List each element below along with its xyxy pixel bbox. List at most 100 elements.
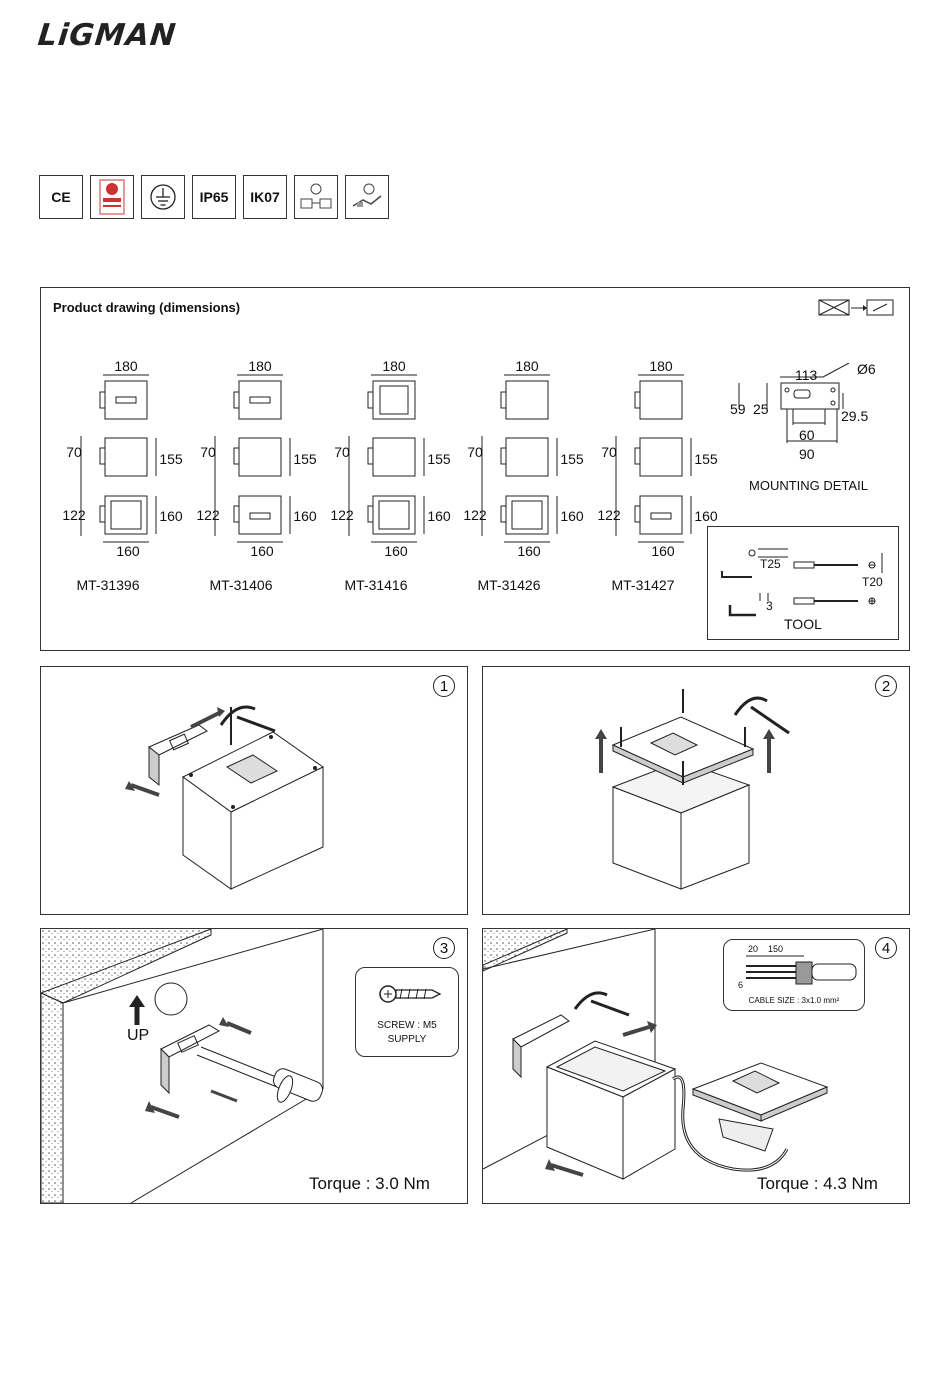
screw-size-label: SCREW : M5 bbox=[377, 1020, 437, 1031]
mounting-hole-diameter: Ø6 bbox=[857, 361, 876, 377]
top-width-label: 180 bbox=[649, 358, 673, 374]
top-view bbox=[505, 380, 549, 420]
mounting-right-offset: 29.5 bbox=[841, 408, 869, 424]
front-depth-label: 160 bbox=[427, 508, 451, 524]
lens-window bbox=[110, 500, 142, 530]
side-view bbox=[505, 437, 549, 477]
up-label: UP bbox=[127, 1027, 150, 1044]
step-number: 2 bbox=[875, 675, 897, 697]
lens-slot bbox=[115, 396, 137, 404]
bracket-view bbox=[233, 447, 240, 465]
side-view bbox=[238, 437, 282, 477]
mounting-inner-width: 60 bbox=[799, 427, 815, 443]
tool-label: TOOL bbox=[784, 616, 822, 632]
dimmable-driver-icon bbox=[294, 175, 338, 219]
side-depth-label: 155 bbox=[293, 451, 317, 467]
bracket-view bbox=[99, 391, 106, 409]
tool-box: T25 T20 3 TOOL bbox=[707, 526, 899, 640]
side-height-label: 70 bbox=[66, 444, 82, 460]
bracket-view bbox=[233, 505, 240, 523]
side-depth-label: 155 bbox=[560, 451, 584, 467]
ip65-icon: IP65 bbox=[192, 175, 236, 219]
screw-icon bbox=[379, 985, 442, 1003]
side-height-label: 70 bbox=[200, 444, 216, 460]
bracket-view bbox=[634, 391, 641, 409]
bracket-view bbox=[367, 391, 374, 409]
step-1-illustration bbox=[125, 705, 324, 890]
lens-window bbox=[378, 500, 410, 530]
tool-hex-label: 3 bbox=[766, 599, 773, 613]
bracket-view bbox=[367, 447, 374, 465]
bracket-view bbox=[500, 505, 507, 523]
model-label: MT-31416 bbox=[344, 577, 408, 593]
product-drawing-panel: Product drawing (dimensions) 180 70 155 122… bbox=[40, 287, 910, 651]
cable-callout: 20 150 6 CABLE SIZE : 3x1.0 mm² bbox=[723, 939, 865, 1011]
top-width-label: 180 bbox=[515, 358, 539, 374]
cable-strip-c: 6 bbox=[738, 980, 744, 990]
cable-strip-diagram bbox=[746, 955, 857, 985]
certification-row: CE IP65 IK07 bbox=[39, 175, 389, 219]
screw-supply-label: SUPPLY bbox=[387, 1034, 427, 1045]
side-depth-label: 155 bbox=[159, 451, 183, 467]
bracket-view bbox=[500, 447, 507, 465]
front-depth-label: 160 bbox=[694, 508, 718, 524]
panel-title: Product drawing (dimensions) bbox=[53, 300, 241, 315]
model-label: MT-31427 bbox=[611, 577, 675, 593]
side-depth-label: 155 bbox=[694, 451, 718, 467]
front-height-label: 122 bbox=[463, 507, 487, 523]
bracket-view bbox=[99, 505, 106, 523]
model-label: MT-31406 bbox=[209, 577, 273, 593]
front-depth-label: 160 bbox=[293, 508, 317, 524]
bracket-view bbox=[367, 505, 374, 523]
brand-logo: LiGMAN bbox=[36, 18, 179, 53]
front-height-label: 122 bbox=[330, 507, 354, 523]
ce-mark-icon: CE bbox=[39, 175, 83, 219]
mounting-height-left: 59 bbox=[730, 401, 746, 417]
front-width-label: 160 bbox=[517, 543, 541, 559]
side-view bbox=[639, 437, 683, 477]
front-width-label: 160 bbox=[651, 543, 675, 559]
front-height-label: 122 bbox=[62, 507, 86, 523]
step-2-illustration bbox=[595, 689, 790, 890]
wall-illustration bbox=[39, 928, 324, 1204]
top-view bbox=[639, 380, 683, 420]
cross-reference-icon bbox=[818, 299, 894, 316]
top-width-label: 180 bbox=[248, 358, 272, 374]
cable-strip-b: 150 bbox=[768, 944, 784, 954]
dimension-drawings: 180 70 155 122 160 160 180 70 155 122 160 160 180 70 1… bbox=[62, 358, 718, 559]
lens-window bbox=[379, 385, 409, 415]
bracket-view bbox=[634, 505, 641, 523]
step-number: 1 bbox=[433, 675, 455, 697]
side-height-label: 70 bbox=[601, 444, 617, 460]
front-width-label: 160 bbox=[116, 543, 140, 559]
bracket-view bbox=[233, 391, 240, 409]
step-1-panel: 1 bbox=[40, 666, 468, 915]
tool-t25-label: T25 bbox=[760, 557, 781, 571]
front-depth-label: 160 bbox=[159, 508, 183, 524]
lens-slot bbox=[249, 396, 271, 404]
mounting-detail-drawing bbox=[738, 363, 850, 443]
side-height-label: 70 bbox=[467, 444, 483, 460]
tool-t20-label: T20 bbox=[862, 575, 883, 589]
front-height-label: 122 bbox=[196, 507, 220, 523]
step-4-illustration bbox=[482, 928, 829, 1180]
step-3-panel: 3 UP SCREW : M5 SUPPLY Torque : 3.0 Nm bbox=[39, 928, 468, 1204]
side-view bbox=[372, 437, 416, 477]
front-width-label: 160 bbox=[250, 543, 274, 559]
screw-callout: SCREW : M5 SUPPLY bbox=[355, 967, 459, 1057]
side-view bbox=[104, 437, 148, 477]
bracket-view bbox=[634, 447, 641, 465]
model-label: MT-31396 bbox=[76, 577, 140, 593]
mounting-bottom-width: 90 bbox=[799, 446, 815, 462]
quality-seal-icon bbox=[90, 175, 134, 219]
lens-window bbox=[511, 500, 543, 530]
front-height-label: 122 bbox=[597, 507, 621, 523]
mounting-height-inner: 25 bbox=[753, 401, 769, 417]
wiring-icon bbox=[345, 175, 389, 219]
step-number: 3 bbox=[433, 937, 455, 959]
bracket-view bbox=[99, 447, 106, 465]
top-width-label: 180 bbox=[114, 358, 138, 374]
mounting-width-top: 113 bbox=[795, 367, 818, 383]
earth-ground-icon bbox=[141, 175, 185, 219]
mounting-detail-label: MOUNTING DETAIL bbox=[749, 478, 868, 493]
